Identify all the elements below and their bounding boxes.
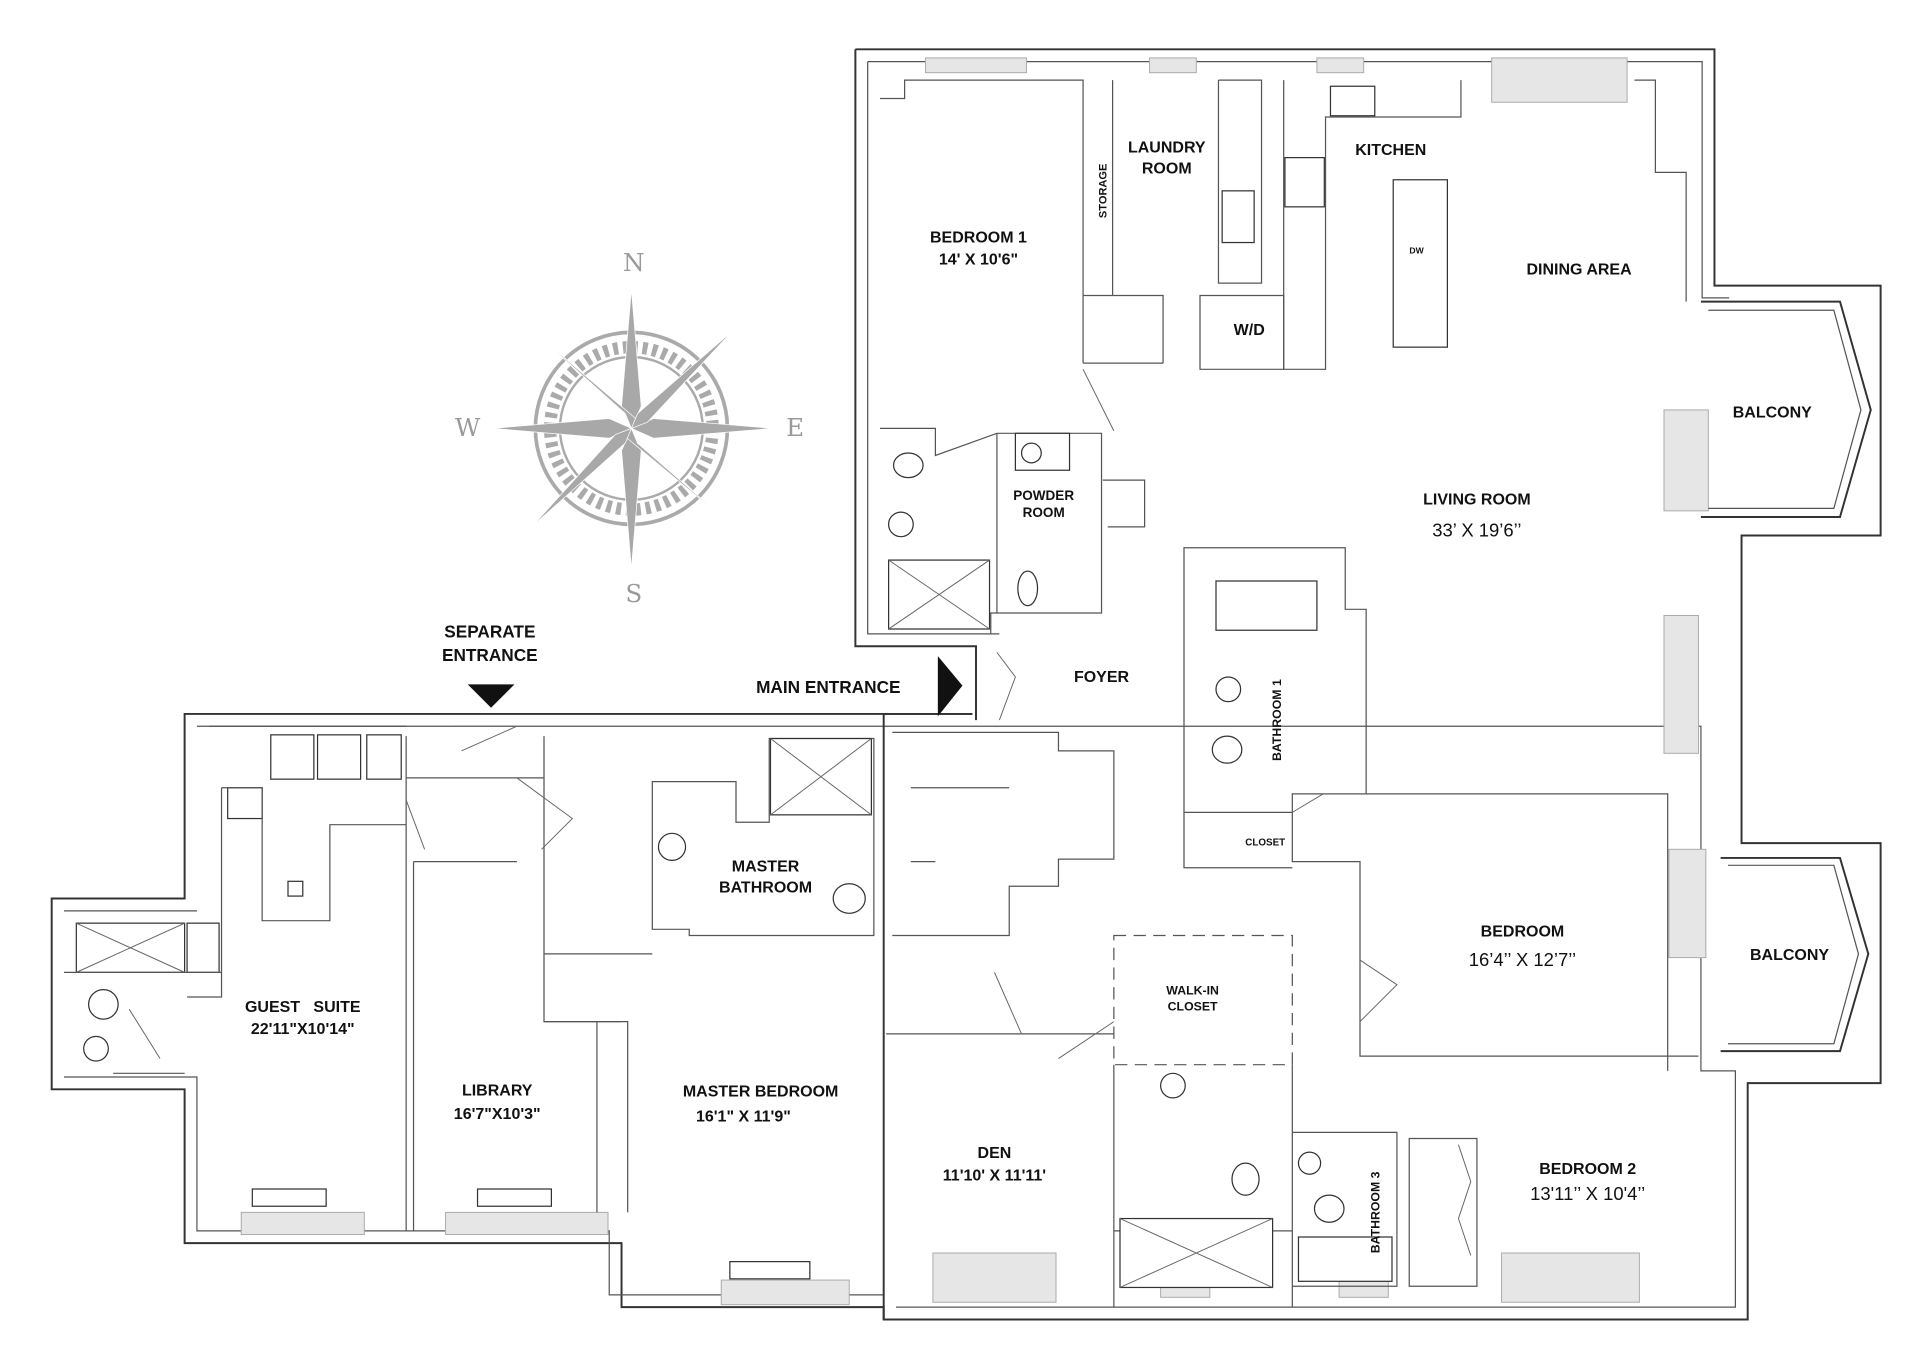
balcony-upper-label: BALCONY xyxy=(1733,404,1812,421)
balcony-lower-label: BALCONY xyxy=(1750,947,1829,964)
washer-dryer-label: W/D xyxy=(1234,322,1265,339)
master-bathroom-label: MASTER xyxy=(732,858,800,875)
interior-walls xyxy=(64,79,1699,1308)
laundry-label: LAUNDRY xyxy=(1128,140,1206,157)
separate-entrance-label-2: ENTRANCE xyxy=(442,645,538,665)
balconies xyxy=(1700,300,1872,1053)
bedroom1-name: BEDROOM 1 xyxy=(930,230,1027,247)
dishwasher-label: DW xyxy=(1409,246,1424,256)
powder-room-label-2: ROOM xyxy=(1023,505,1065,520)
storage-label: STORAGE xyxy=(1097,164,1109,219)
den-size: 11'10' X 11'11' xyxy=(943,1167,1046,1184)
bedroom2-size: 13'11’’ X 10'4’’ xyxy=(1530,1183,1645,1204)
guest-suite-size: 22'11"X10'14" xyxy=(251,1021,355,1038)
living-room-name: LIVING ROOM xyxy=(1423,492,1531,509)
separate-entrance-arrow-icon xyxy=(467,684,515,708)
foyer-label: FOYER xyxy=(1074,669,1130,686)
powder-room-label: POWDER xyxy=(1013,488,1074,503)
bedroom1-size: 14' X 10'6" xyxy=(939,252,1018,269)
walkin-closet-label: WALK-IN xyxy=(1166,984,1219,998)
bedroom-size: 16’4’’ X 12’7’’ xyxy=(1469,949,1576,970)
den-name: DEN xyxy=(978,1145,1012,1162)
exterior-walls xyxy=(50,48,1882,1321)
main-entrance-label: MAIN ENTRANCE xyxy=(756,677,900,697)
bedroom2-name: BEDROOM 2 xyxy=(1539,1161,1636,1178)
separate-entrance-label: SEPARATE xyxy=(444,622,535,642)
compass-rose-icon: N S E W xyxy=(455,248,804,608)
kitchen-label: KITCHEN xyxy=(1355,142,1426,159)
dining-area-label: DINING AREA xyxy=(1526,262,1632,279)
bedroom-name: BEDROOM xyxy=(1481,924,1565,941)
compass-south: S xyxy=(625,579,642,608)
master-bathroom-label-2: BATHROOM xyxy=(719,879,812,896)
master-bedroom-size: 16'1" X 11'9" xyxy=(696,1108,791,1125)
library-size: 16'7"X10'3" xyxy=(454,1106,541,1123)
bathroom3-label: BATHROOM 3 xyxy=(1369,1171,1383,1253)
windows xyxy=(240,57,1709,1306)
bathroom1-label: BATHROOM 1 xyxy=(1270,679,1284,761)
room-labels: SEPARATE ENTRANCE MAIN ENTRANCE BEDROOM … xyxy=(245,140,1829,1254)
compass-north: N xyxy=(623,248,645,277)
main-entrance-arrow-icon xyxy=(937,656,963,717)
living-room-size: 33’ X 19’6’’ xyxy=(1432,520,1521,541)
library-name: LIBRARY xyxy=(462,1082,533,1099)
laundry-label-2: ROOM xyxy=(1142,161,1192,178)
walkin-closet-label-2: CLOSET xyxy=(1168,1000,1218,1014)
doors xyxy=(128,369,1472,1256)
guest-suite-name: GUEST SUITE xyxy=(245,999,361,1016)
compass-east: E xyxy=(786,413,804,442)
master-bedroom-name: MASTER BEDROOM xyxy=(683,1084,839,1101)
compass-west: W xyxy=(455,413,481,442)
closet-label: CLOSET xyxy=(1245,838,1285,849)
